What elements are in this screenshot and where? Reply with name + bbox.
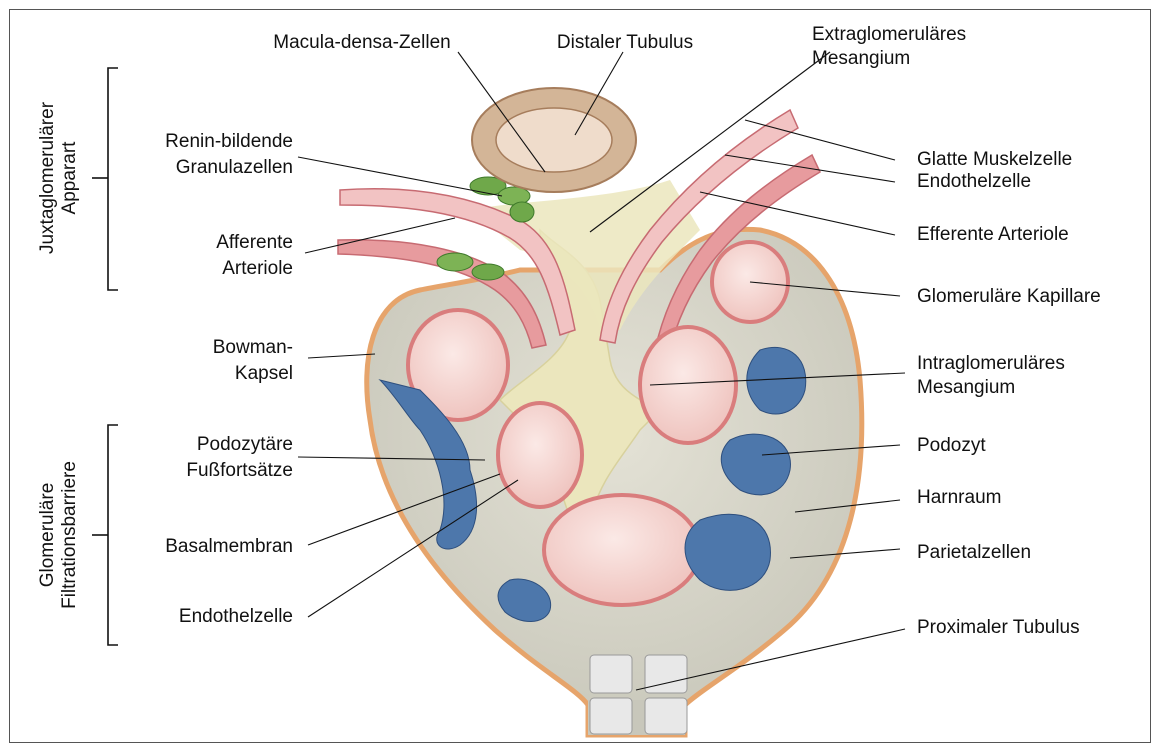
label-endothelzelle-left: Endothelzelle xyxy=(179,606,293,627)
label-macula-densa: Macula-densa-Zellen xyxy=(273,32,450,53)
group-label-line1: GlomeruläreFiltrationsbarriere xyxy=(37,461,80,609)
label-endothelzelle-right: Endothelzelle xyxy=(917,171,1031,192)
label-harnraum: Harnraum xyxy=(917,487,1001,508)
label-parietalzellen: Parietalzellen xyxy=(917,542,1031,563)
label-glomerulaere-kapillare: Glomeruläre Kapillare xyxy=(917,286,1101,307)
label-glatte-muskelzelle: Glatte Muskelzelle xyxy=(917,149,1072,170)
label-efferente-arteriole: Efferente Arteriole xyxy=(917,224,1069,245)
distal-tubule xyxy=(472,88,636,192)
label-basalmembran: Basalmembran xyxy=(165,536,293,557)
bracket-filtration xyxy=(92,425,118,645)
bracket-juxtaglomerular xyxy=(92,68,118,290)
label-distaler-tubulus: Distaler Tubulus xyxy=(557,32,693,53)
label-group-juxtaglomerular: JuxtaglomerulärerApparart xyxy=(37,101,80,254)
label-group-filtration: GlomeruläreFiltrationsbarriere xyxy=(37,461,80,609)
label-bowman-kapsel: Bowman-Kapsel xyxy=(213,337,293,384)
label-podozyt: Podozyt xyxy=(917,435,986,456)
group-label-line1: JuxtaglomerulärerApparart xyxy=(37,101,80,254)
label-proximaler-tubulus: Proximaler Tubulus xyxy=(917,617,1080,638)
